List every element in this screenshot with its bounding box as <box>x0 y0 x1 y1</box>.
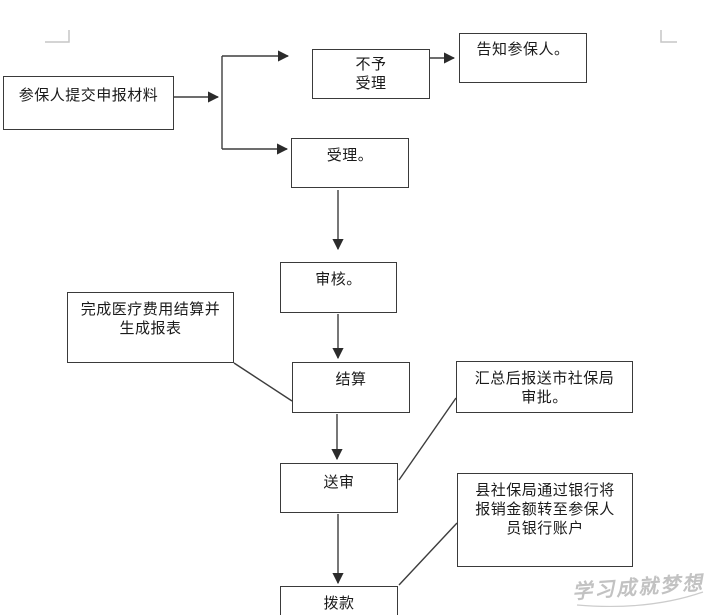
node-not-accepted: 不予 受理 <box>312 49 430 99</box>
node-settlement: 结算 <box>292 362 410 413</box>
note-settlement-report: 完成医疗费用结算并 生成报表 <box>67 292 234 363</box>
line-settle-note-to-settle <box>233 362 293 402</box>
page-margin-mark-top-left <box>45 30 70 43</box>
node-allocate-funds: 拨款 <box>280 586 398 615</box>
watermark-text: 学习成就梦想 <box>571 572 705 604</box>
node-accept: 受理。 <box>291 138 409 188</box>
node-submit-materials: 参保人提交申报材料 <box>3 76 174 130</box>
node-review: 审核。 <box>280 262 397 313</box>
page-margin-mark-top-right <box>660 30 677 43</box>
line-allocate-note-to-allocate <box>398 522 458 586</box>
note-submit-city-bureau: 汇总后报送市社保局 审批。 <box>456 361 633 413</box>
node-inform-insured: 告知参保人。 <box>459 33 587 83</box>
note-bank-transfer: 县社保局通过银行将 报销金额转至参保人 员银行账户 <box>457 473 633 567</box>
node-send-for-approval: 送审 <box>280 463 398 513</box>
